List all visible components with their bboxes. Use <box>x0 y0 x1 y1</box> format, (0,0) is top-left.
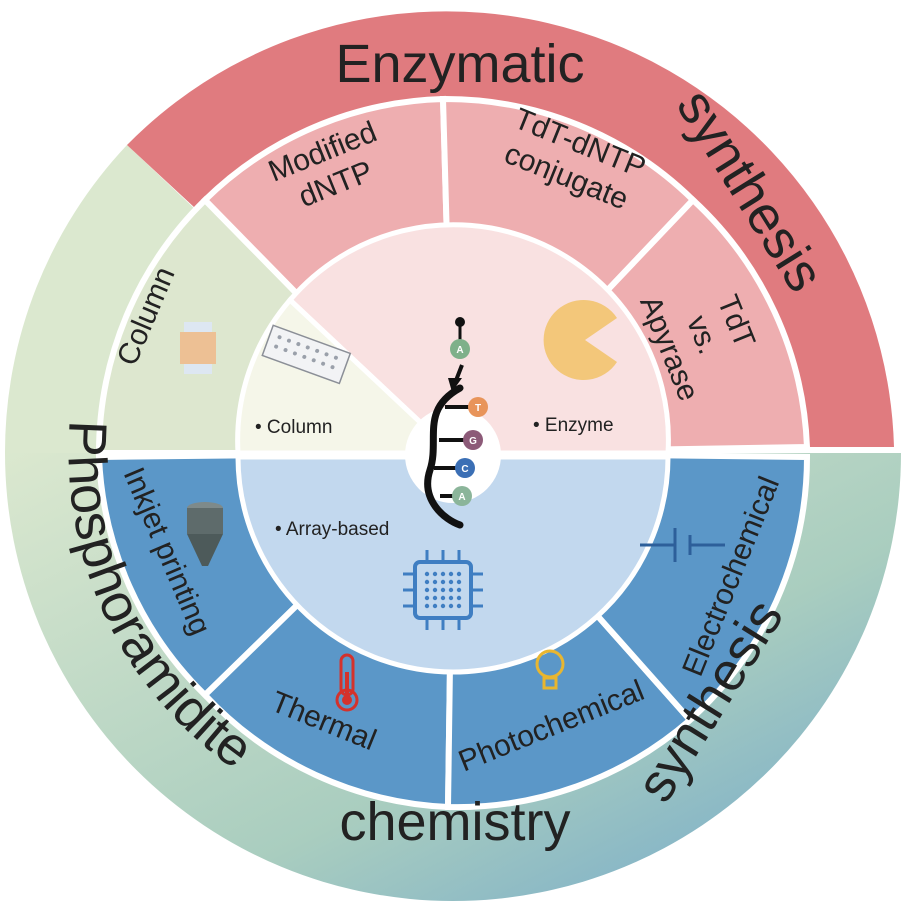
nucleotide-A-free: A <box>450 339 470 359</box>
svg-text:T: T <box>475 403 481 414</box>
core-enzyme-label: • Enzyme <box>533 415 614 436</box>
microchip-icon <box>403 550 483 630</box>
svg-text:A: A <box>458 492 465 503</box>
well-plate-icon <box>261 324 352 385</box>
lightbulb-icon <box>535 649 565 690</box>
column-cartridge-icon <box>180 322 216 374</box>
svg-text:A: A <box>456 345 463 356</box>
nucleotide-A: A <box>452 486 472 506</box>
svg-text:G: G <box>469 436 477 447</box>
nucleotide-T: T <box>468 397 488 417</box>
chemistry-label: chemistry <box>339 792 570 852</box>
core-center-disc <box>405 407 501 503</box>
core-column-label: • Column <box>255 417 332 438</box>
core-array-bg <box>235 454 671 675</box>
pacman-enzyme-icon <box>543 300 617 380</box>
nucleotide-G: G <box>463 430 483 450</box>
dna-backbone <box>424 384 464 529</box>
core-array-label: • Array-based <box>275 519 389 540</box>
svg-text:C: C <box>461 464 468 475</box>
nucleotide-C: C <box>455 458 475 478</box>
core-enzyme-bg <box>286 222 671 456</box>
enzymatic-label: Enzymatic <box>335 34 584 94</box>
capacitor-icon <box>640 528 725 562</box>
inkjet-nozzle-icon <box>187 502 223 566</box>
thermometer-icon <box>335 653 359 712</box>
inner-core <box>235 222 671 675</box>
